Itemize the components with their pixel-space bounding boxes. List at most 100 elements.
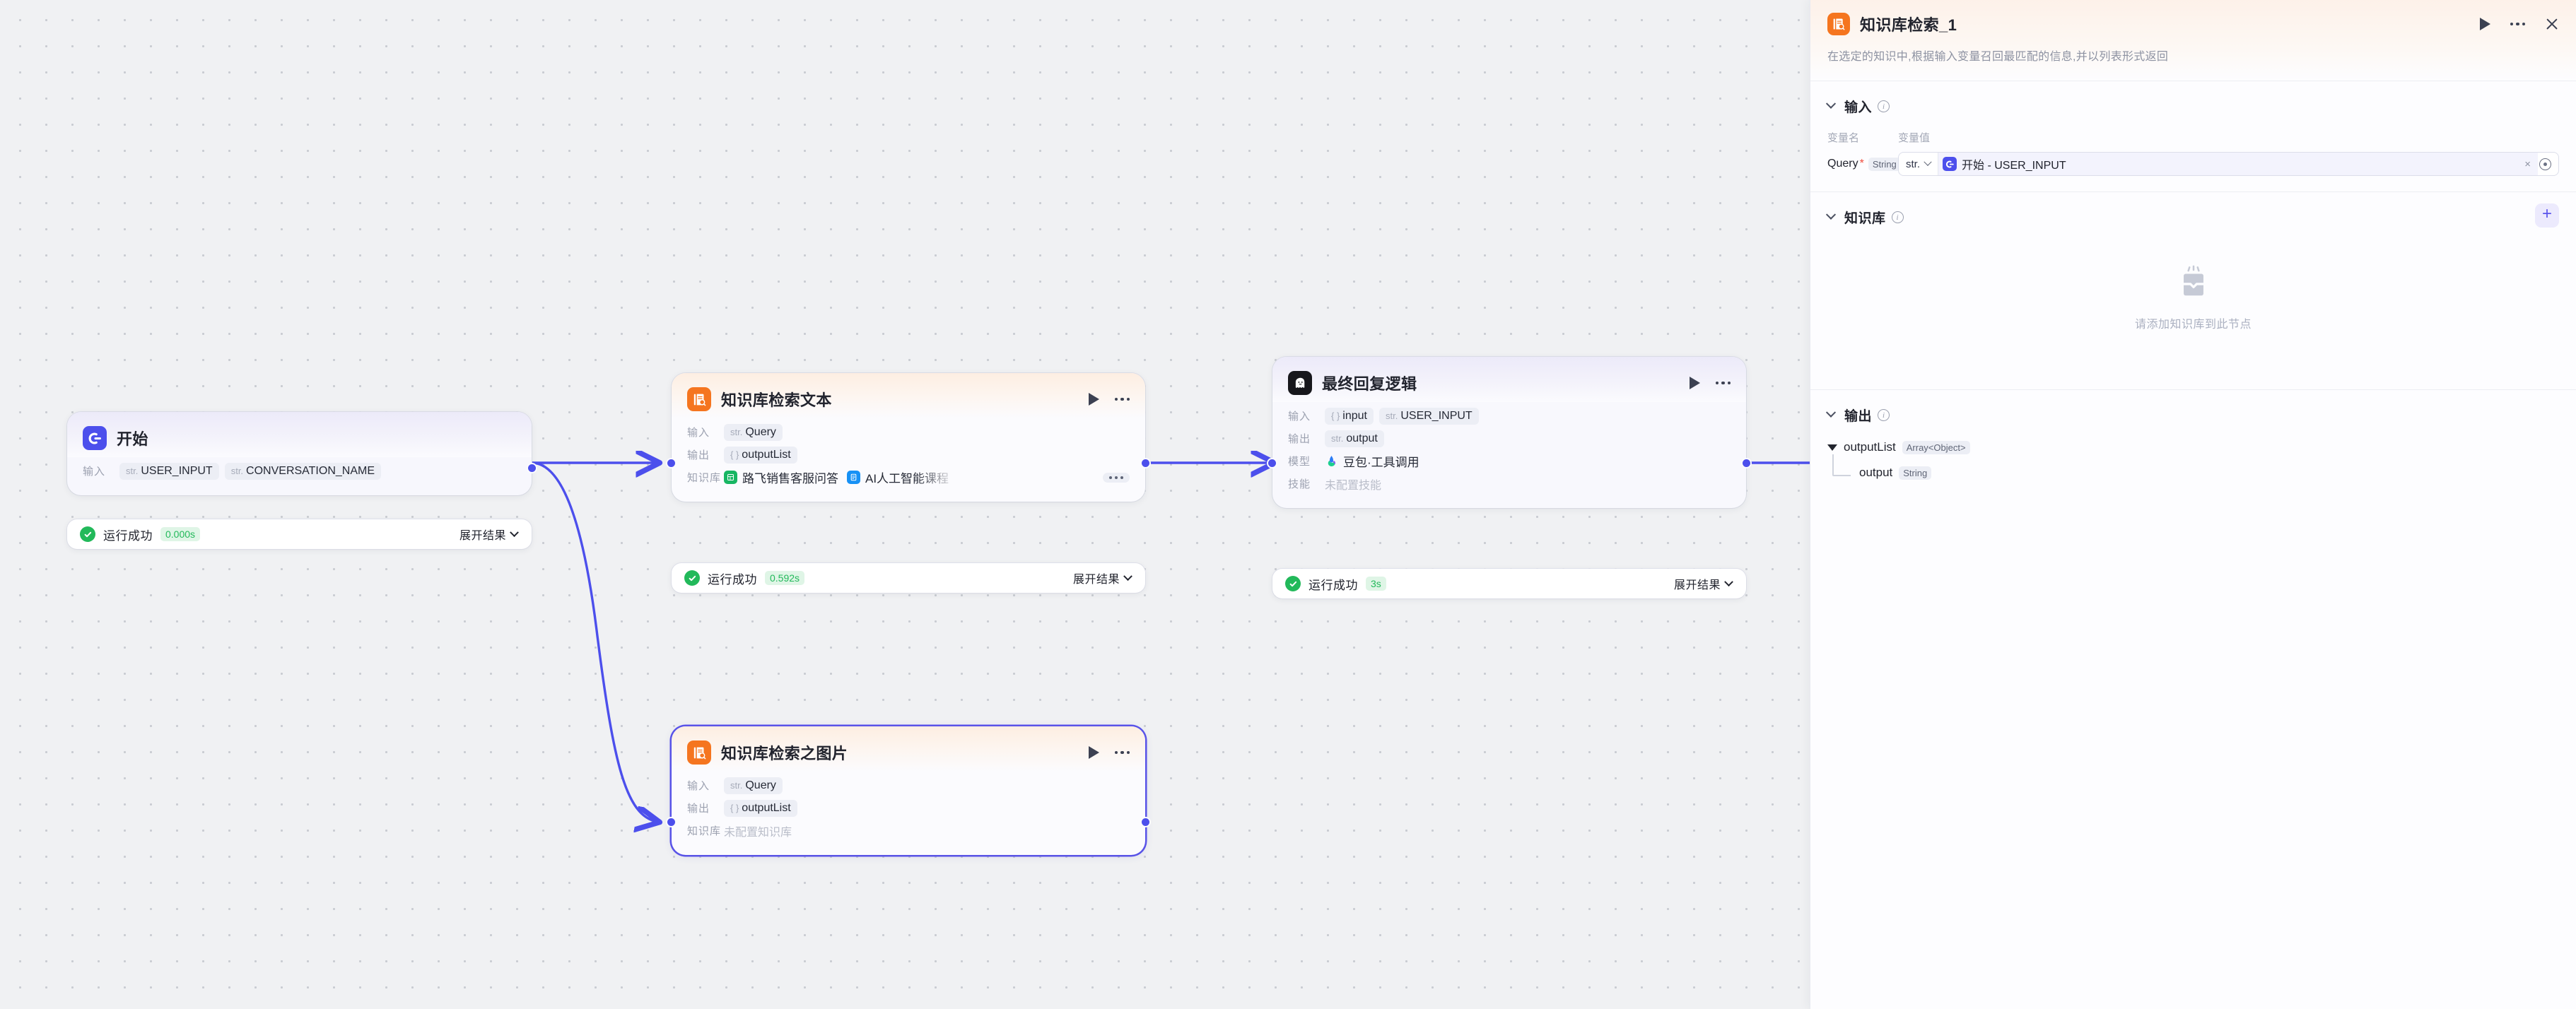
node-body: 输入 str. Query 输出 { } outputList 知识库 [672, 418, 1145, 502]
output-port[interactable] [1741, 458, 1752, 468]
chip-name: output [1346, 432, 1378, 444]
empty-box-icon [2173, 264, 2214, 305]
more-icon[interactable] [1715, 381, 1731, 385]
knowledge-base-icon [687, 387, 711, 411]
chevron-down-icon [1123, 571, 1132, 581]
run-icon[interactable] [1088, 393, 1099, 406]
expand-result-button[interactable]: 展开结果 [459, 526, 519, 543]
output-tree: outputList Array<Object> output String [1827, 440, 2559, 487]
node-title: 最终回复逻辑 [1322, 375, 1417, 393]
node-row-knowledge-base: 知识库 未配置知识库 [687, 820, 1130, 841]
chevron-down-icon [1924, 158, 1932, 166]
knowledge-base-icon [687, 740, 711, 765]
chip-name: CONVERSATION_NAME [246, 464, 375, 477]
status-bar-kb-text[interactable]: 运行成功 0.592s 展开结果 [672, 563, 1145, 593]
empty-state: 请添加知识库到此节点 [1827, 227, 2559, 368]
node-row-model: 模型 豆包·工具调用 [1288, 451, 1731, 471]
node-row-skill: 技能 未配置技能 [1288, 473, 1731, 494]
chevron-down-icon [510, 527, 519, 537]
clear-icon[interactable]: × [2524, 158, 2531, 170]
run-icon[interactable] [2479, 18, 2490, 30]
chevron-down-icon[interactable] [1825, 98, 1837, 109]
kb-empty-text: 未配置知识库 [724, 826, 792, 839]
row-label: 输出 [687, 449, 710, 461]
output-port[interactable] [1140, 458, 1151, 468]
node-row-input: 输入 { } input str. USER_INPUT [1288, 406, 1731, 426]
more-icon[interactable] [1114, 397, 1130, 401]
more-icon[interactable] [2510, 22, 2525, 26]
status-text: 运行成功 [103, 529, 153, 543]
skill-value: 未配置技能 [1325, 479, 1382, 492]
variable-row: Query * String str. 开始 - USER_INPUT × [1827, 152, 2559, 176]
chevron-down-icon[interactable] [1825, 407, 1837, 418]
node-kb-text[interactable]: 知识库检索文本 输入 str. Query 输出 { } outputList [666, 373, 1151, 502]
kb-item-0[interactable]: 路飞销售客服问答 [724, 468, 838, 486]
run-icon[interactable] [1689, 377, 1700, 389]
kb-more-icon[interactable] [1103, 472, 1130, 483]
chip-type: { } [1331, 411, 1340, 421]
row-label: 输出 [687, 803, 710, 815]
row-label: 输入 [83, 466, 106, 478]
start-icon [83, 426, 107, 450]
close-icon[interactable] [2545, 17, 2559, 31]
node-start[interactable]: 开始 输入 str. USER_INPUT str. CONVERSATION_… [67, 412, 537, 495]
input-port[interactable] [1267, 458, 1277, 468]
success-icon [1285, 576, 1301, 591]
chip-query: str. Query [724, 777, 783, 794]
node-header: 知识库检索文本 [672, 373, 1145, 418]
edge-start-to-kbimage [531, 461, 657, 822]
row-label: 输入 [687, 427, 710, 439]
run-icon[interactable] [1088, 746, 1099, 759]
value-source-label: 开始 - USER_INPUT [1962, 160, 2066, 172]
variable-value-field[interactable]: str. 开始 - USER_INPUT × [1898, 152, 2559, 176]
status-bar-start[interactable]: 运行成功 0.000s 展开结果 [67, 519, 532, 549]
variable-name-cell: Query * String [1827, 157, 1901, 171]
info-icon[interactable]: i [1891, 211, 1904, 223]
caret-down-icon[interactable] [1827, 444, 1837, 451]
value-type-select[interactable]: str. [1899, 153, 1939, 175]
input-section: 输入 i 变量名 变量值 Query * String str. [1810, 81, 2576, 191]
node-row-output: 输出 str. output [1288, 428, 1731, 449]
tree-node-type: Array<Object> [1902, 440, 1970, 454]
node-row-output: 输出 { } outputList [687, 444, 1130, 465]
node-row-input: 输入 str. Query [687, 775, 1130, 796]
add-knowledge-base-button[interactable]: + [2535, 203, 2559, 228]
expand-result-button[interactable]: 展开结果 [1073, 570, 1132, 586]
chip-type: str. [730, 780, 743, 791]
input-port[interactable] [666, 458, 677, 468]
value-reference[interactable]: 开始 - USER_INPUT × [1938, 153, 2538, 175]
expand-label: 展开结果 [1673, 579, 1721, 591]
value-type-label: str. [1906, 158, 1921, 170]
node-final-reply[interactable]: 最终回复逻辑 输入 { } input str. USER_INPUT 输出 [1267, 357, 1752, 508]
more-icon[interactable] [1114, 750, 1130, 755]
chip-type: str. [730, 427, 743, 437]
row-label: 输入 [687, 780, 710, 792]
settings-icon[interactable] [2539, 158, 2551, 170]
node-row-knowledge-base: 知识库 路飞销售客服问答 AI人工智能课程 [687, 467, 1130, 488]
chip-outputlist: { } outputList [724, 799, 797, 817]
info-icon[interactable]: i [1878, 100, 1890, 112]
node-detail-panel[interactable]: 知识库检索_1 在选定的知识中,根据输入变量召回最匹配的信息,并以列表形式返回 … [1810, 0, 2576, 1009]
output-port[interactable] [527, 463, 537, 473]
workflow-canvas[interactable]: 开始 输入 str. USER_INPUT str. CONVERSATION_… [0, 0, 1810, 1009]
chevron-down-icon[interactable] [1825, 209, 1837, 220]
output-port[interactable] [1140, 817, 1151, 827]
tree-node-name: outputList [1844, 440, 1896, 454]
tree-node-outputlist[interactable]: outputList Array<Object> [1827, 440, 2559, 454]
chip-user-input: str. USER_INPUT [1379, 407, 1479, 425]
chip-name: Query [745, 779, 776, 791]
kb-item-1[interactable]: AI人工智能课程 [847, 468, 949, 486]
tree-node-output[interactable]: output String [1859, 466, 2559, 480]
input-port[interactable] [666, 817, 677, 827]
output-section: 输出 i outputList Array<Object> output Str… [1810, 389, 2576, 487]
section-title: 输出 [1844, 409, 1873, 424]
node-header: 知识库检索之图片 [672, 726, 1145, 772]
expand-result-button[interactable]: 展开结果 [1673, 575, 1733, 592]
tree-node-name: output [1859, 466, 1893, 479]
info-icon[interactable]: i [1878, 409, 1890, 421]
status-bar-final-reply[interactable]: 运行成功 3s 展开结果 [1272, 569, 1746, 598]
node-header: 最终回复逻辑 [1272, 357, 1746, 402]
node-kb-image[interactable]: 知识库检索之图片 输入 str. Query 输出 { } outputList [666, 726, 1151, 855]
chip-type: { } [730, 803, 739, 813]
row-label: 技能 [1288, 478, 1311, 490]
